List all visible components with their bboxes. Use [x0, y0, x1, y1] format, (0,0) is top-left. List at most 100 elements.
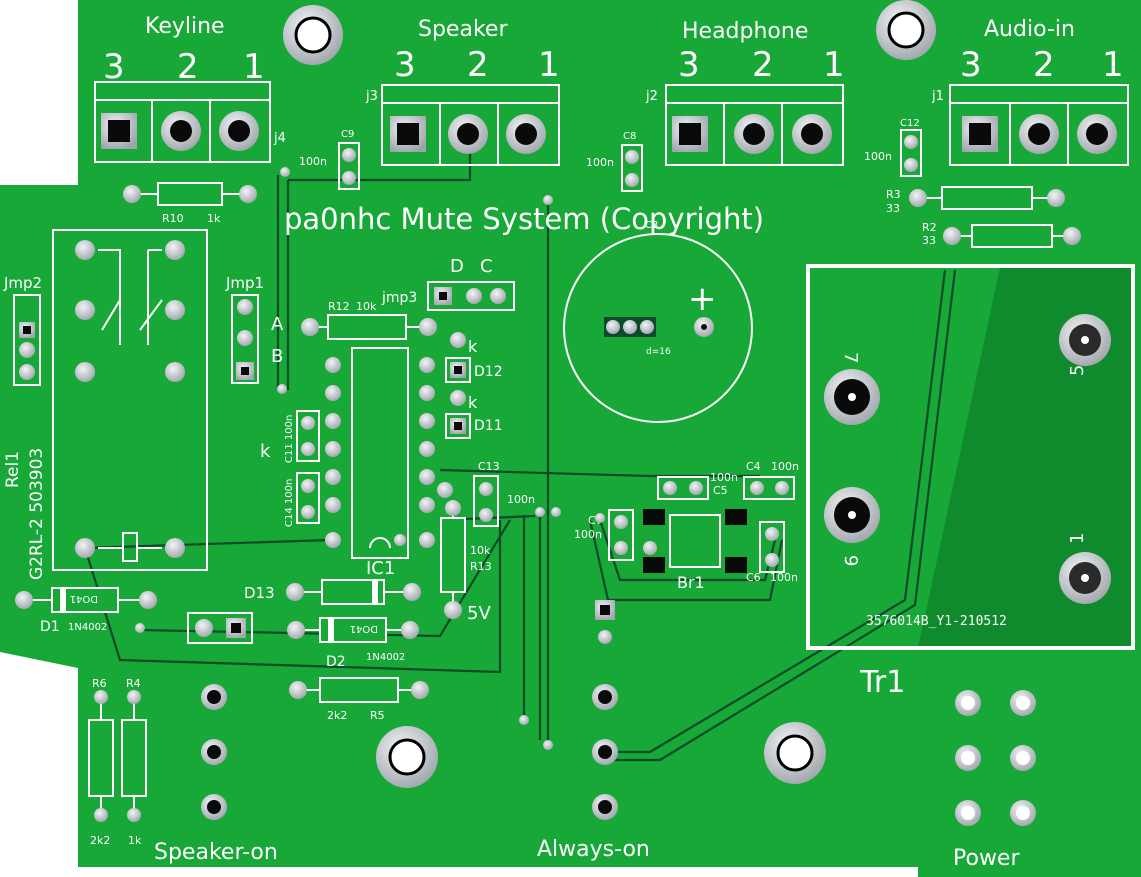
svg-text:100n: 100n [299, 155, 327, 168]
relay-rel1 [52, 229, 208, 571]
power-pads [955, 690, 1036, 826]
svg-text:C4: C4 [746, 460, 761, 473]
k-label-left: k [260, 441, 271, 462]
svg-text:1k: 1k [128, 834, 142, 847]
svg-text:C6: C6 [746, 571, 761, 584]
resistor-r5: 2k2 R5 [289, 677, 429, 722]
capacitor-c12: C12 100n [864, 118, 922, 177]
j2-ref: j2 [645, 89, 658, 104]
diode-d13: D13 [244, 579, 421, 605]
svg-text:C11 100n: C11 100n [284, 415, 295, 463]
mounting-hole [876, 0, 936, 60]
audio-in-pin-3: 3 [960, 45, 982, 85]
jumper-pads-d13 [135, 612, 253, 644]
capacitor-c4: C4 100n [743, 460, 799, 500]
svg-text:R4: R4 [126, 677, 141, 690]
svg-text:A: A [271, 314, 284, 335]
svg-text:7: 7 [840, 352, 861, 363]
svg-text:D: D [450, 256, 464, 277]
terminal-block-j3: j3 [365, 84, 560, 166]
keyline-label: Keyline [145, 14, 225, 39]
svg-text:C14 100n: C14 100n [284, 479, 295, 527]
svg-text:100n: 100n [710, 471, 738, 484]
j4-ref: j4 [273, 131, 286, 146]
svg-text:DO41: DO41 [70, 593, 98, 604]
bridge-rectifier-br1: Br1 [643, 509, 747, 592]
svg-text:5: 5 [1067, 365, 1088, 376]
svg-text:100n: 100n [864, 150, 892, 163]
svg-text:1: 1 [1067, 533, 1088, 544]
ic1-socket: IC1 [325, 347, 435, 579]
speaker-on-label: Speaker-on [154, 840, 278, 865]
mounting-hole [283, 5, 343, 65]
capacitor-c3: C3 + d=16 [563, 220, 753, 423]
keyline-pin-3: 3 [103, 47, 125, 87]
jumper-jmp2: Jmp2 [3, 274, 42, 386]
headphone-pin-1: 1 [823, 45, 845, 85]
svg-text:D1: D1 [40, 619, 60, 635]
always-on-pads [592, 600, 618, 820]
capacitor-c13: C13 100n [473, 460, 535, 527]
svg-text:5V: 5V [467, 603, 491, 624]
capacitor-c14: C14 100n [284, 472, 320, 527]
svg-text:R5: R5 [370, 709, 385, 722]
svg-text:DO41: DO41 [350, 623, 378, 634]
speaker-label: Speaker [418, 17, 508, 42]
svg-text:k: k [468, 337, 478, 356]
transformer-tr1: 7 9 5 1 3576014B_Y1-210512 Tr1 [806, 264, 1135, 700]
svg-text:D11: D11 [474, 418, 503, 434]
svg-text:+: + [688, 279, 717, 319]
svg-text:1N4002: 1N4002 [366, 652, 405, 663]
jumper-jmp1: Jmp1 A B [225, 274, 284, 384]
svg-text:C3: C3 [645, 220, 658, 231]
j1-ref: j1 [931, 89, 944, 104]
mounting-hole [764, 722, 826, 784]
capacitor-c8: C8 100n [586, 131, 643, 192]
speaker-pin-2: 2 [467, 45, 489, 85]
svg-text:R13: R13 [470, 560, 492, 573]
relay-part-label: G2RL-2 503903 [27, 448, 47, 580]
svg-text:Jmp1: Jmp1 [225, 274, 264, 292]
svg-text:C: C [480, 256, 493, 277]
svg-text:C12: C12 [900, 118, 920, 129]
mounting-holes [283, 0, 936, 788]
audio-in-pin-2: 2 [1033, 45, 1055, 85]
svg-text:10k: 10k [470, 544, 491, 557]
capacitor-c9: C9 100n [299, 129, 360, 190]
jumper-jmp3: jmp3 D C [381, 256, 515, 311]
headphone-pin-3: 3 [678, 45, 700, 85]
svg-text:33: 33 [922, 234, 936, 247]
svg-text:C9: C9 [341, 129, 354, 140]
svg-text:33: 33 [886, 202, 900, 215]
svg-text:R12: R12 [328, 300, 350, 313]
diode-d11: k D11 [445, 390, 503, 439]
svg-text:IC1: IC1 [366, 558, 395, 579]
svg-text:C8: C8 [623, 131, 636, 142]
svg-text:9: 9 [840, 555, 861, 566]
diode-d1: DO41 D1 1N4002 [15, 587, 157, 635]
headphone-label: Headphone [682, 19, 808, 44]
resistor-r2: R2 33 [922, 221, 1081, 248]
speaker-pin-3: 3 [394, 45, 416, 85]
terminal-block-j2: j2 [645, 84, 844, 166]
resistor-r3: R3 33 [886, 186, 1065, 215]
svg-text:100n: 100n [586, 156, 614, 169]
diode-d12: k D12 [445, 332, 503, 383]
svg-text:10k: 10k [356, 300, 377, 313]
svg-text:R10: R10 [162, 212, 184, 225]
relay-ref-label: Rel1 [3, 451, 23, 488]
svg-text:R6: R6 [92, 677, 107, 690]
audio-in-pin-1: 1 [1102, 45, 1124, 85]
svg-text:Jmp2: Jmp2 [3, 274, 42, 292]
speaker-pin-1: 1 [538, 45, 560, 85]
svg-text:Tr1: Tr1 [859, 665, 905, 700]
keyline-pin-1: 1 [243, 47, 265, 87]
capacitor-c11: C11 100n [284, 410, 320, 463]
resistor-r12: R12 10k [301, 300, 437, 340]
svg-text:2k2: 2k2 [90, 834, 110, 847]
svg-text:C13: C13 [478, 460, 500, 473]
speaker-on-pads [201, 684, 227, 820]
svg-text:D13: D13 [244, 584, 275, 602]
